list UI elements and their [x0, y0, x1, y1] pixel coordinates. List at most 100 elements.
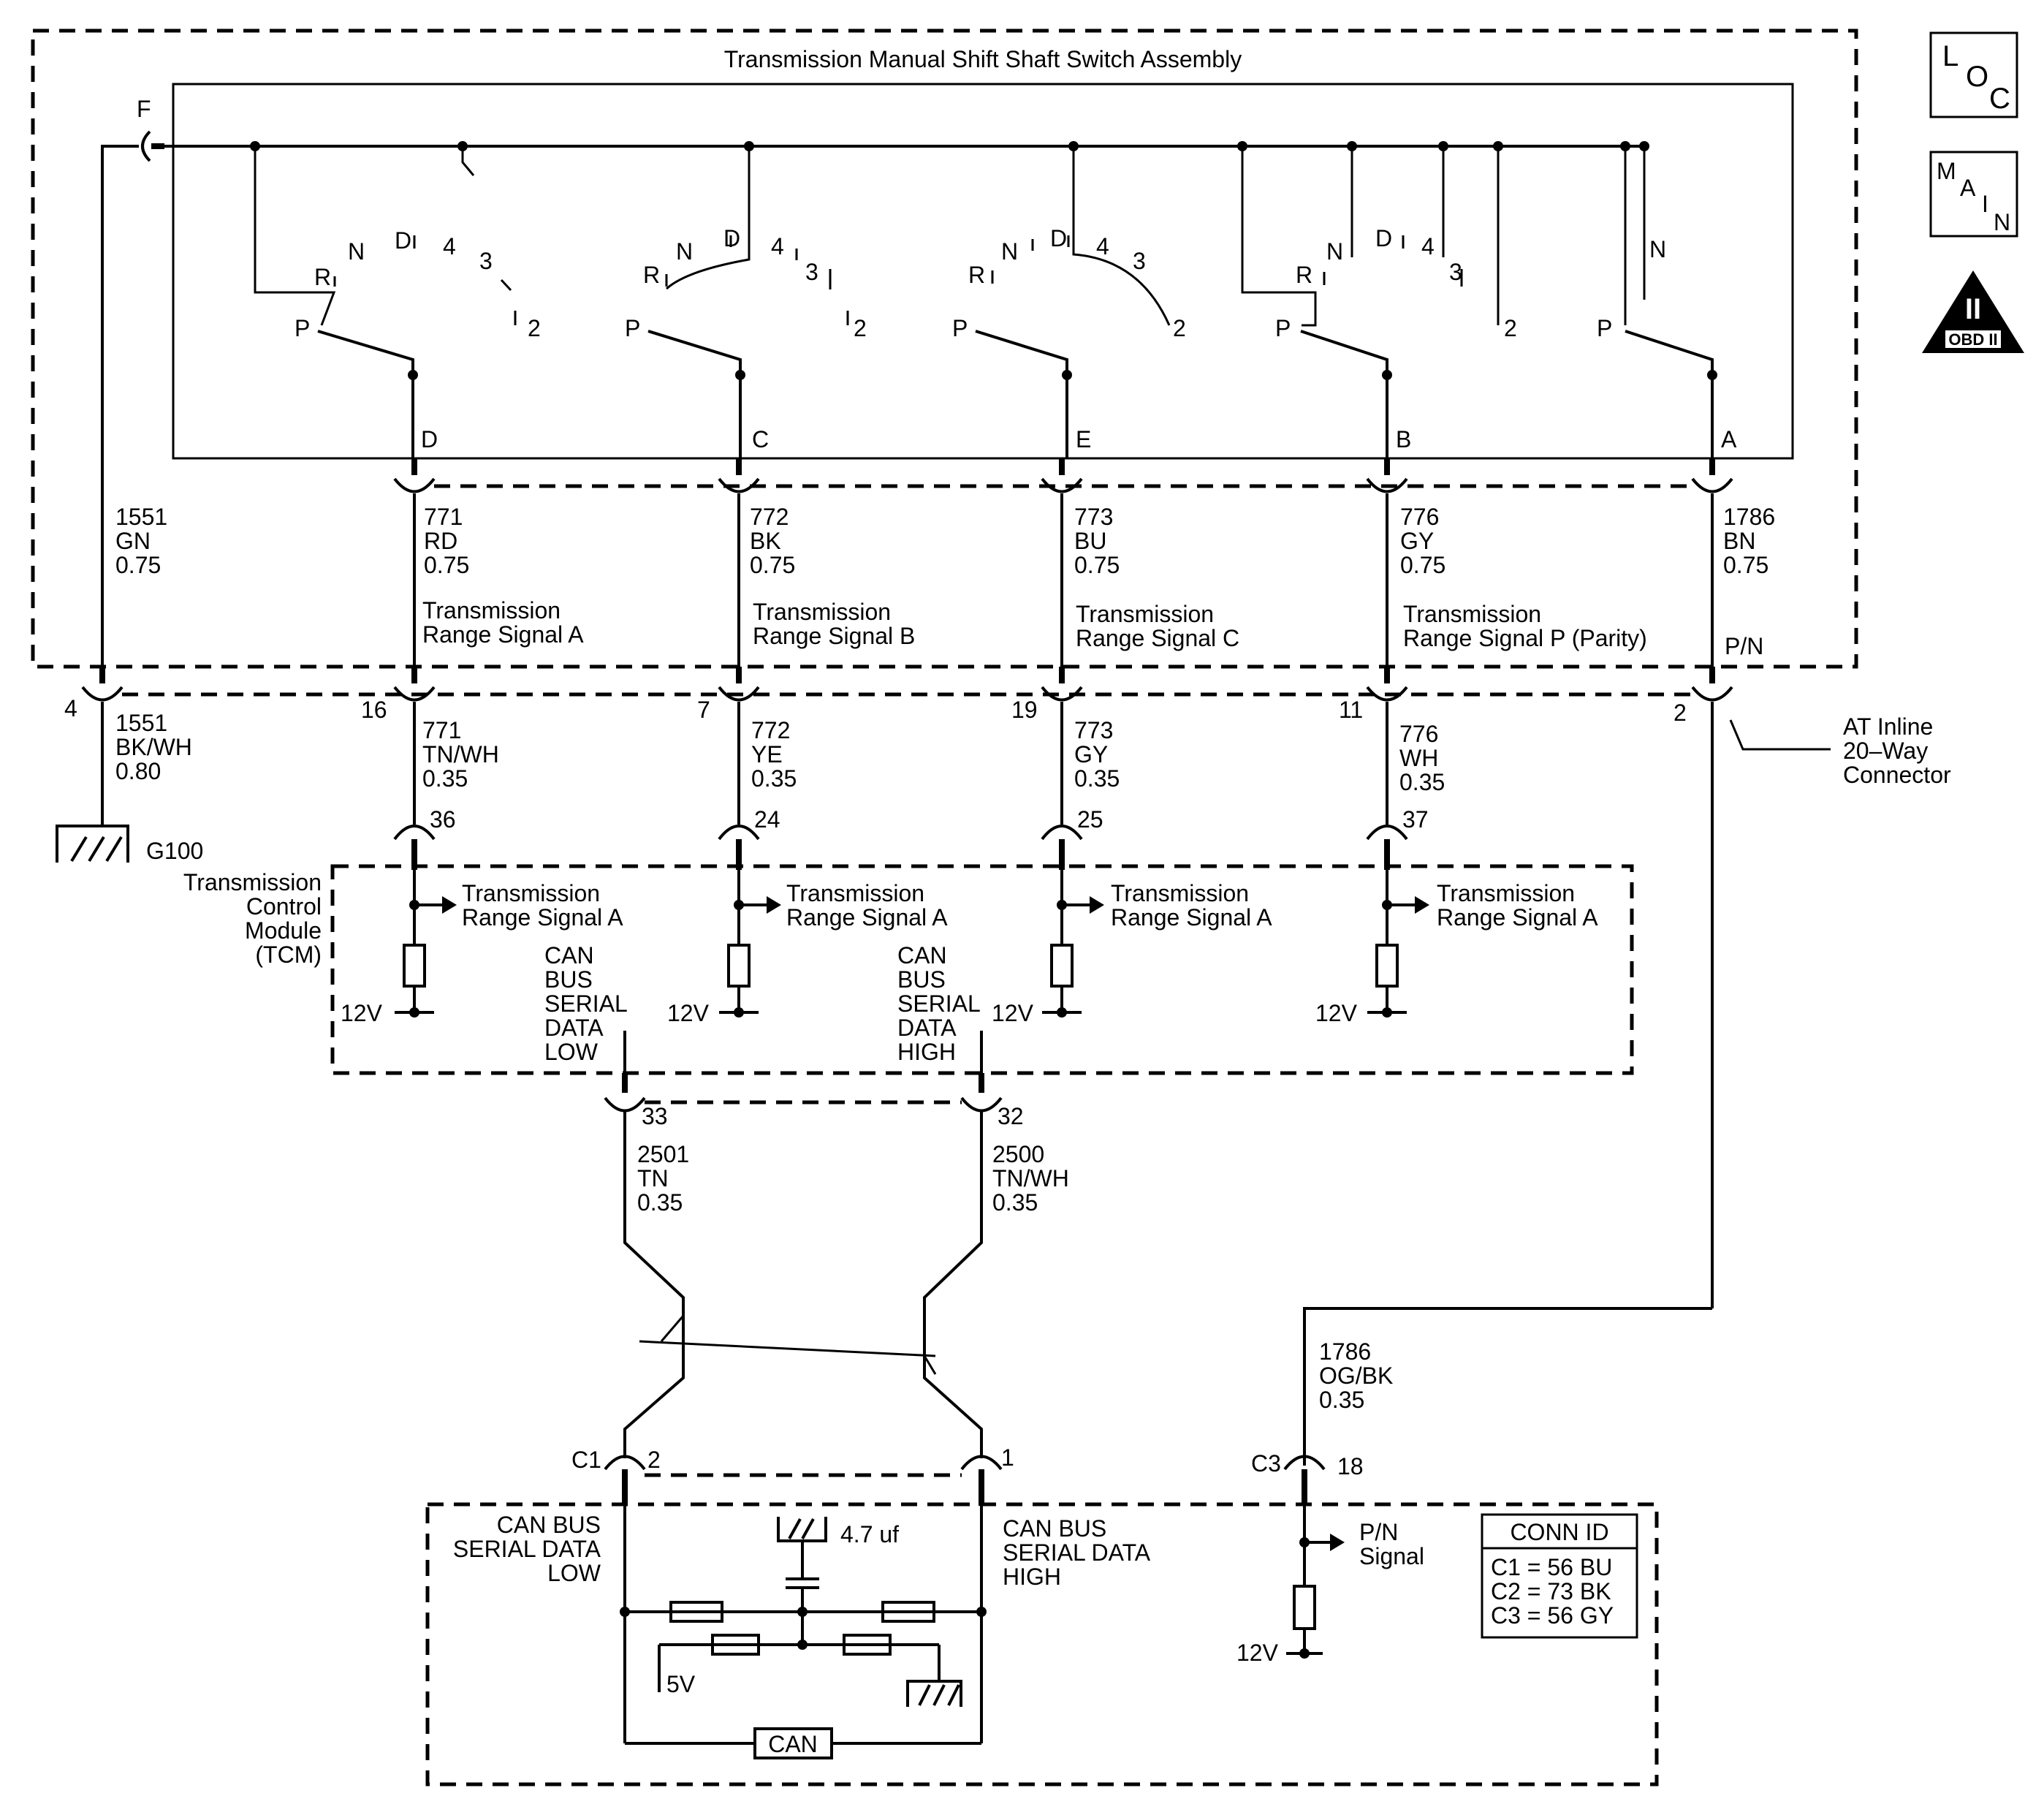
- svg-text:2501: 2501: [637, 1141, 689, 1167]
- svg-text:DATA: DATA: [897, 1015, 957, 1041]
- conn-id-table: CONN ID C1 = 56 BU C2 = 73 BK C3 = 56 GY: [1481, 1513, 1638, 1639]
- tcm-module: Transmission Control Module (TCM) 36 Tra…: [183, 806, 1634, 1075]
- inline-connector: 4 16 7 19 11 2 AT Inline 20–Way Connecto…: [64, 667, 1951, 788]
- lower-module-connectors: C1 2 1 C3 18: [571, 1444, 1364, 1506]
- can-wire-labels: 2501 TN 0.35 2500 TN/WH 0.35: [637, 1141, 1069, 1216]
- svg-text:2500: 2500: [992, 1141, 1044, 1167]
- inline-pin-19: 19: [1011, 697, 1038, 723]
- svg-text:C3 = 56 GY: C3 = 56 GY: [1491, 1602, 1614, 1629]
- svg-text:P/N: P/N: [1359, 1519, 1398, 1545]
- svg-text:P: P: [1275, 315, 1291, 341]
- loc-badge: L O C: [1929, 31, 2018, 118]
- svg-text:TN/WH: TN/WH: [422, 741, 499, 768]
- svg-text:BUS: BUS: [897, 966, 946, 993]
- pn-input-channel: P/N Signal 12V: [1236, 1506, 1424, 1666]
- svg-text:C1: C1: [571, 1447, 601, 1473]
- svg-text:2: 2: [528, 315, 541, 341]
- switch-c: P R N D 4 3 2: [625, 146, 867, 458]
- svg-text:WH: WH: [1399, 745, 1438, 771]
- svg-text:(TCM): (TCM): [255, 941, 322, 968]
- obd-ii-icon: II OBD II: [1922, 270, 2024, 353]
- tcm-channel-25: 25 Transmission Range Signal A 12V: [992, 806, 1272, 1026]
- svg-text:3: 3: [479, 248, 493, 274]
- svg-text:C1 = 56 BU: C1 = 56 BU: [1491, 1554, 1612, 1580]
- tcm-channel-37: 37 Transmission Range Signal A 12V: [1315, 806, 1598, 1026]
- svg-text:C3: C3: [1251, 1450, 1281, 1477]
- svg-text:GY: GY: [1400, 528, 1434, 554]
- svg-text:Range Signal A: Range Signal A: [422, 621, 584, 648]
- svg-text:1551: 1551: [115, 710, 167, 736]
- svg-text:N: N: [1649, 236, 1666, 262]
- svg-text:BK/WH: BK/WH: [115, 734, 192, 760]
- svg-text:771: 771: [424, 504, 463, 530]
- switch-b: P R N D 4 3 2: [1241, 146, 1517, 458]
- upper-wires: [413, 493, 1714, 667]
- svg-text:3: 3: [1133, 248, 1146, 274]
- svg-text:CAN: CAN: [897, 942, 947, 969]
- svg-text:A: A: [1960, 175, 1976, 201]
- svg-text:Range Signal B: Range Signal B: [753, 623, 915, 649]
- svg-text:776: 776: [1399, 721, 1438, 747]
- svg-text:LOW: LOW: [544, 1039, 599, 1065]
- svg-text:771: 771: [422, 717, 461, 743]
- switch-housing: [172, 83, 1794, 460]
- svg-text:BU: BU: [1074, 528, 1106, 554]
- lower-wire-labels: 1551 BK/WH 0.80 771 TN/WH 0.35 772 YE 0.…: [115, 710, 1445, 795]
- svg-text:RD: RD: [424, 528, 457, 554]
- capacitor-label: 4.7 uf: [840, 1521, 899, 1547]
- tcm-channel-36: 36 Transmission Range Signal A 12V: [341, 806, 623, 1026]
- svg-text:Range Signal A: Range Signal A: [786, 904, 948, 931]
- tcm-channel-24: 24 Transmission Range Signal A 12V: [667, 806, 948, 1026]
- svg-text:0.35: 0.35: [1399, 769, 1445, 795]
- svg-text:1551: 1551: [115, 504, 167, 530]
- inline-connector-leader: [1729, 719, 1831, 751]
- svg-text:Range Signal A: Range Signal A: [1437, 904, 1598, 931]
- tcm-can-low-label: CAN BUS SERIAL DATA LOW: [544, 942, 628, 1065]
- svg-text:3: 3: [1449, 259, 1462, 285]
- svg-text:R: R: [1296, 262, 1312, 288]
- switch-a: P N: [1597, 146, 1717, 458]
- inline-pin-16: 16: [361, 697, 387, 723]
- switch-assembly: Transmission Manual Shift Shaft Switch A…: [31, 29, 1858, 669]
- svg-text:TN/WH: TN/WH: [992, 1165, 1069, 1191]
- svg-text:0.80: 0.80: [115, 758, 161, 784]
- svg-text:OBD II: OBD II: [1948, 330, 1997, 349]
- svg-text:0.75: 0.75: [750, 552, 795, 578]
- svg-text:Signal: Signal: [1359, 1543, 1424, 1569]
- can-transceiver: [753, 1727, 833, 1759]
- svg-text:Range Signal P (Parity): Range Signal P (Parity): [1403, 625, 1647, 651]
- svg-text:I: I: [1982, 191, 1988, 217]
- svg-text:1786: 1786: [1319, 1338, 1371, 1365]
- svg-text:32: 32: [998, 1103, 1024, 1129]
- svg-text:Transmission: Transmission: [1403, 601, 1541, 627]
- svg-text:0.75: 0.75: [424, 552, 469, 578]
- svg-text:4: 4: [771, 233, 784, 259]
- inline-pin-11: 11: [1339, 697, 1363, 723]
- housing-connector: [393, 458, 1733, 493]
- svg-text:0.35: 0.35: [637, 1189, 683, 1216]
- svg-text:24: 24: [754, 806, 780, 833]
- svg-text:Connector: Connector: [1843, 762, 1951, 788]
- svg-text:2: 2: [854, 315, 867, 341]
- svg-text:CAN BUS: CAN BUS: [497, 1512, 601, 1538]
- pin-c-label: C: [752, 426, 769, 452]
- svg-text:YE: YE: [751, 741, 783, 768]
- svg-text:HIGH: HIGH: [1003, 1564, 1061, 1590]
- svg-text:N: N: [676, 238, 693, 265]
- svg-text:BN: BN: [1723, 528, 1755, 554]
- svg-text:N: N: [1326, 238, 1343, 265]
- assembly-title: Transmission Manual Shift Shaft Switch A…: [724, 46, 1242, 72]
- pn-wire: 1786 OG/BK 0.35: [1303, 1307, 1712, 1466]
- svg-text:2: 2: [1173, 315, 1186, 341]
- svg-text:Transmission: Transmission: [753, 599, 891, 625]
- svg-text:BUS: BUS: [544, 966, 593, 993]
- svg-text:1786: 1786: [1723, 504, 1775, 530]
- svg-text:CAN: CAN: [544, 942, 594, 969]
- svg-text:2: 2: [647, 1447, 661, 1473]
- svg-text:P/N: P/N: [1725, 633, 1763, 659]
- svg-text:4: 4: [1096, 233, 1109, 259]
- svg-text:Control: Control: [246, 893, 322, 920]
- svg-text:DATA: DATA: [544, 1015, 604, 1041]
- svg-text:0.75: 0.75: [1074, 552, 1120, 578]
